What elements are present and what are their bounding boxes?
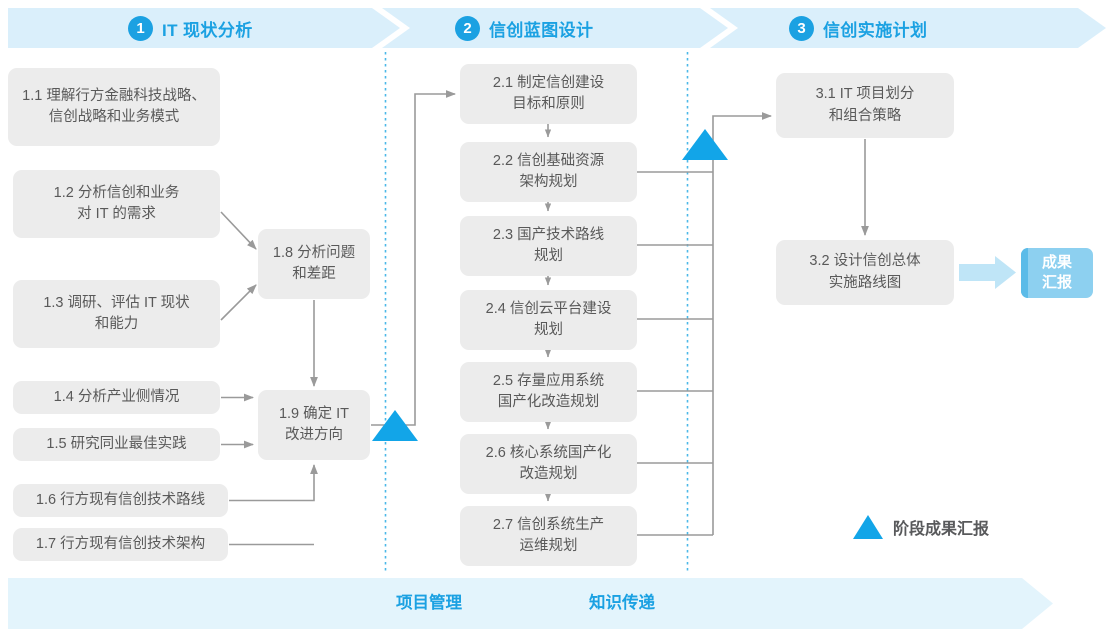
phase-title-2: 信创蓝图设计: [489, 20, 594, 40]
node-1-9[interactable]: 1.9 确定 IT 改进方向: [258, 390, 370, 460]
phase-number-badge-3: 3: [789, 15, 814, 41]
node-1-8[interactable]: 1.8 分析问题 和差距: [258, 229, 370, 299]
node-1-9-label: 1.9 确定 IT 改进方向: [278, 405, 350, 443]
result-badge-label: 成果 汇报: [1041, 253, 1072, 291]
node-1-5-label: 1.5 研究同业最佳实践: [46, 435, 187, 452]
node-2-6-label: 2.6 核心系统国产化 改造规划: [485, 444, 612, 482]
node-1-6-label: 1.6 行方现有信创技术路线: [35, 491, 206, 508]
node-2-6[interactable]: 2.6 核心系统国产化 改造规划: [460, 434, 637, 494]
phase-title-1: IT 现状分析: [162, 20, 253, 40]
node-2-7-label: 2.7 信创系统生产 运维规划: [492, 516, 605, 554]
node-2-3-label: 2.3 国产技术路线 规划: [492, 226, 605, 264]
node-1-1[interactable]: 1.1 理解行方金融科技战略、 信创战略和业务模式: [8, 68, 220, 146]
node-2-4-label: 2.4 信创云平台建设 规划: [485, 300, 612, 338]
node-2-4[interactable]: 2.4 信创云平台建设 规划: [460, 290, 637, 350]
node-1-3[interactable]: 1.3 调研、评估 IT 现状 和能力: [13, 280, 220, 348]
node-2-1-label: 2.1 制定信创建设 目标和原则: [492, 74, 605, 112]
node-2-3[interactable]: 2.3 国产技术路线 规划: [460, 216, 637, 276]
phase-number-badge-2: 2: [455, 15, 480, 41]
node-1-1-label: 1.1 理解行方金融科技战略、 信创战略和业务模式: [22, 87, 206, 125]
node-2-2-label: 2.2 信创基础资源 架构规划: [492, 152, 605, 190]
node-1-4[interactable]: 1.4 分析产业侧情况: [13, 381, 220, 414]
phase-title-3: 信创实施计划: [823, 20, 928, 40]
node-1-5[interactable]: 1.5 研究同业最佳实践: [13, 428, 220, 461]
connectors-phase1: [220, 90, 456, 546]
node-3-1-label: 3.1 IT 项目划分 和组合策略: [815, 86, 915, 124]
result-badge[interactable]: 成果 汇报: [1021, 248, 1093, 298]
node-2-5-label: 2.5 存量应用系统 国产化改造规划: [492, 372, 605, 410]
node-1-2-label: 1.2 分析信创和业务 对 IT 的需求: [53, 184, 180, 222]
phase-label-3[interactable]: 3 信创实施计划: [789, 8, 927, 48]
footer-label-knowledge-transfer: 知识传递: [589, 594, 655, 612]
footer-label-project-management: 项目管理: [396, 594, 462, 612]
node-2-2[interactable]: 2.2 信创基础资源 架构规划: [460, 142, 637, 202]
footer-banner: [8, 578, 1053, 629]
phase-label-1[interactable]: 1 IT 现状分析: [128, 8, 253, 48]
phase-label-2[interactable]: 2 信创蓝图设计: [455, 8, 593, 48]
node-3-2[interactable]: 3.2 设计信创总体 实施路线图: [776, 240, 954, 305]
result-arrow: [959, 256, 1016, 289]
milestone-triangle-icon: [853, 515, 883, 539]
node-3-1[interactable]: 3.1 IT 项目划分 和组合策略: [776, 73, 954, 138]
node-1-3-label: 1.3 调研、评估 IT 现状 和能力: [43, 294, 190, 332]
node-1-7[interactable]: 1.7 行方现有信创技术架构: [13, 528, 228, 561]
connectors-phase2-to-phase3: [637, 112, 772, 536]
node-1-7-label: 1.7 行方现有信创技术架构: [35, 535, 206, 552]
node-1-4-label: 1.4 分析产业侧情况: [53, 388, 180, 405]
phase-number-badge-1: 1: [128, 15, 153, 41]
node-2-7[interactable]: 2.7 信创系统生产 运维规划: [460, 506, 637, 566]
legend-milestone: 阶段成果汇报: [853, 515, 989, 539]
node-1-8-label: 1.8 分析问题 和差距: [272, 244, 356, 282]
node-1-6[interactable]: 1.6 行方现有信创技术路线: [13, 484, 228, 517]
legend-label: 阶段成果汇报: [893, 521, 990, 538]
node-1-2[interactable]: 1.2 分析信创和业务 对 IT 的需求: [13, 170, 220, 238]
node-3-2-label: 3.2 设计信创总体 实施路线图: [809, 253, 921, 291]
node-2-5[interactable]: 2.5 存量应用系统 国产化改造规划: [460, 362, 637, 422]
node-2-1[interactable]: 2.1 制定信创建设 目标和原则: [460, 64, 637, 124]
